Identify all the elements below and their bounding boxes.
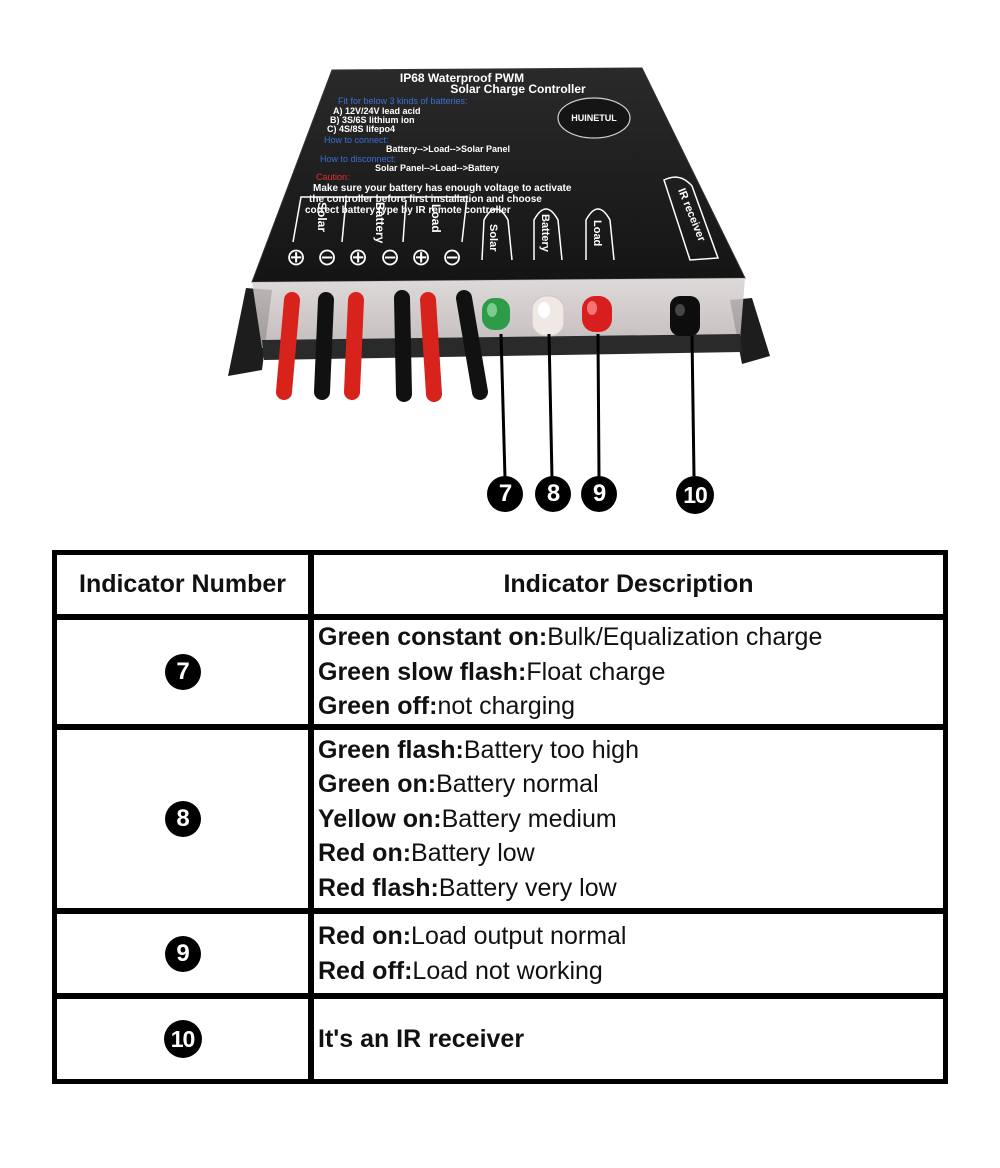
wire-solar-negative bbox=[314, 292, 334, 400]
table-row-8-number-cell: 8 bbox=[57, 730, 308, 908]
indicator-number-8: 8 bbox=[164, 801, 201, 837]
led-battery bbox=[531, 295, 565, 337]
description-line: Red off:Load not working bbox=[318, 956, 603, 985]
caution-line-2: the controller before first installation… bbox=[309, 194, 542, 205]
indicator-number-7: 7 bbox=[164, 654, 201, 690]
table-row-10-description: It's an IR receiver bbox=[314, 999, 943, 1079]
battery-type-a: A) 12V/24V lead acid bbox=[333, 106, 421, 116]
callout-leader-lines bbox=[499, 333, 696, 479]
callout-number-8: 8 bbox=[535, 476, 571, 512]
caution-line-3: correct battery type by IR remote contro… bbox=[305, 205, 511, 216]
header-indicator-number: Indicator Number bbox=[57, 555, 308, 614]
battery-type-c: C) 4S/8S lifepo4 bbox=[327, 124, 395, 134]
terminal-label-solar: Solar bbox=[315, 202, 329, 232]
brand-badge: HUINETUL bbox=[557, 97, 631, 139]
polarity-solar-minus: ⊖ bbox=[317, 243, 337, 271]
table-row-7-description: Green constant on:Bulk/Equalization char… bbox=[314, 620, 943, 724]
header-indicator-description: Indicator Description bbox=[314, 555, 943, 614]
polarity-solar-plus: ⊕ bbox=[286, 243, 306, 271]
led-red bbox=[582, 296, 612, 332]
solar-charge-controller-image: IP68 Waterproof PWM Solar Charge Control… bbox=[228, 67, 770, 479]
fit-heading: Fit for below 3 kinds of batteries: bbox=[338, 96, 468, 106]
led-label-load: Load bbox=[591, 220, 603, 246]
wire-load-negative bbox=[456, 290, 488, 400]
polarity-load-minus: ⊖ bbox=[442, 243, 462, 271]
ir-receiver-description: It's an IR receiver bbox=[318, 1024, 525, 1053]
led-label-solar: Solar bbox=[487, 224, 499, 252]
ir-receiver bbox=[670, 296, 700, 336]
battery-type-b: B) 3S/6S lithium ion bbox=[330, 115, 415, 125]
callout-number-10: 10 bbox=[676, 476, 714, 514]
table-row-7-number-cell: 7 bbox=[57, 620, 308, 724]
callout-number-7: 7 bbox=[487, 476, 523, 512]
led-green bbox=[482, 298, 510, 330]
indicator-table: Indicator Number Indicator Description 7… bbox=[52, 550, 948, 1084]
description-line: Red on:Battery low bbox=[318, 839, 535, 868]
caution-line-1: Make sure your battery has enough voltag… bbox=[313, 183, 572, 194]
wire-solar-positive bbox=[276, 292, 300, 400]
connect-heading: How to connect: bbox=[324, 135, 389, 145]
description-line: Yellow on:Battery medium bbox=[318, 804, 617, 833]
polarity-symbols: ⊕ ⊖ ⊕ ⊖ ⊕ ⊖ bbox=[286, 243, 462, 271]
led-label-arches bbox=[481, 176, 720, 261]
table-row-10-number-cell: 10 bbox=[57, 999, 308, 1079]
table-row-9-description: Red on:Load output normal Red off:Load n… bbox=[314, 914, 943, 993]
polarity-load-plus: ⊕ bbox=[411, 243, 431, 271]
wire-battery-positive bbox=[344, 292, 364, 400]
wire-load-positive bbox=[420, 292, 442, 402]
terminal-label-load: Load bbox=[429, 204, 443, 233]
brand-name: HUINETUL bbox=[571, 113, 617, 123]
device-title-line1: IP68 Waterproof PWM bbox=[400, 71, 524, 85]
wire-battery-negative bbox=[394, 290, 412, 402]
connect-order: Battery-->Load-->Solar Panel bbox=[386, 144, 510, 154]
table-row-9-number-cell: 9 bbox=[57, 914, 308, 993]
polarity-battery-minus: ⊖ bbox=[380, 243, 400, 271]
description-line: Green off:not charging bbox=[318, 692, 576, 721]
indicator-number-9: 9 bbox=[164, 935, 201, 972]
description-line: Red flash:Battery very low bbox=[318, 873, 617, 902]
caution-heading: Caution: bbox=[316, 172, 350, 182]
led-label-battery: Battery bbox=[539, 214, 551, 253]
device-title-line2: Solar Charge Controller bbox=[450, 82, 586, 96]
disconnect-order: Solar Panel-->Load-->Battery bbox=[375, 163, 499, 173]
indicator-number-10: 10 bbox=[163, 1020, 202, 1058]
terminal-label-box bbox=[292, 196, 468, 243]
description-line: Red on:Load output normal bbox=[318, 922, 627, 950]
disconnect-heading: How to disconnect: bbox=[320, 154, 396, 164]
wires bbox=[276, 290, 488, 402]
terminal-label-battery: Battery bbox=[373, 202, 387, 244]
callout-number-9: 9 bbox=[581, 476, 617, 512]
polarity-battery-plus: ⊕ bbox=[348, 243, 368, 271]
description-line: Green flash:Battery too high bbox=[318, 735, 639, 764]
description-line: Green on:Battery normal bbox=[318, 770, 599, 799]
table-row-8-description: Green flash:Battery too high Green on:Ba… bbox=[314, 730, 943, 908]
description-line: Green constant on:Bulk/Equalization char… bbox=[318, 623, 823, 652]
description-line: Green slow flash:Float charge bbox=[318, 657, 666, 686]
